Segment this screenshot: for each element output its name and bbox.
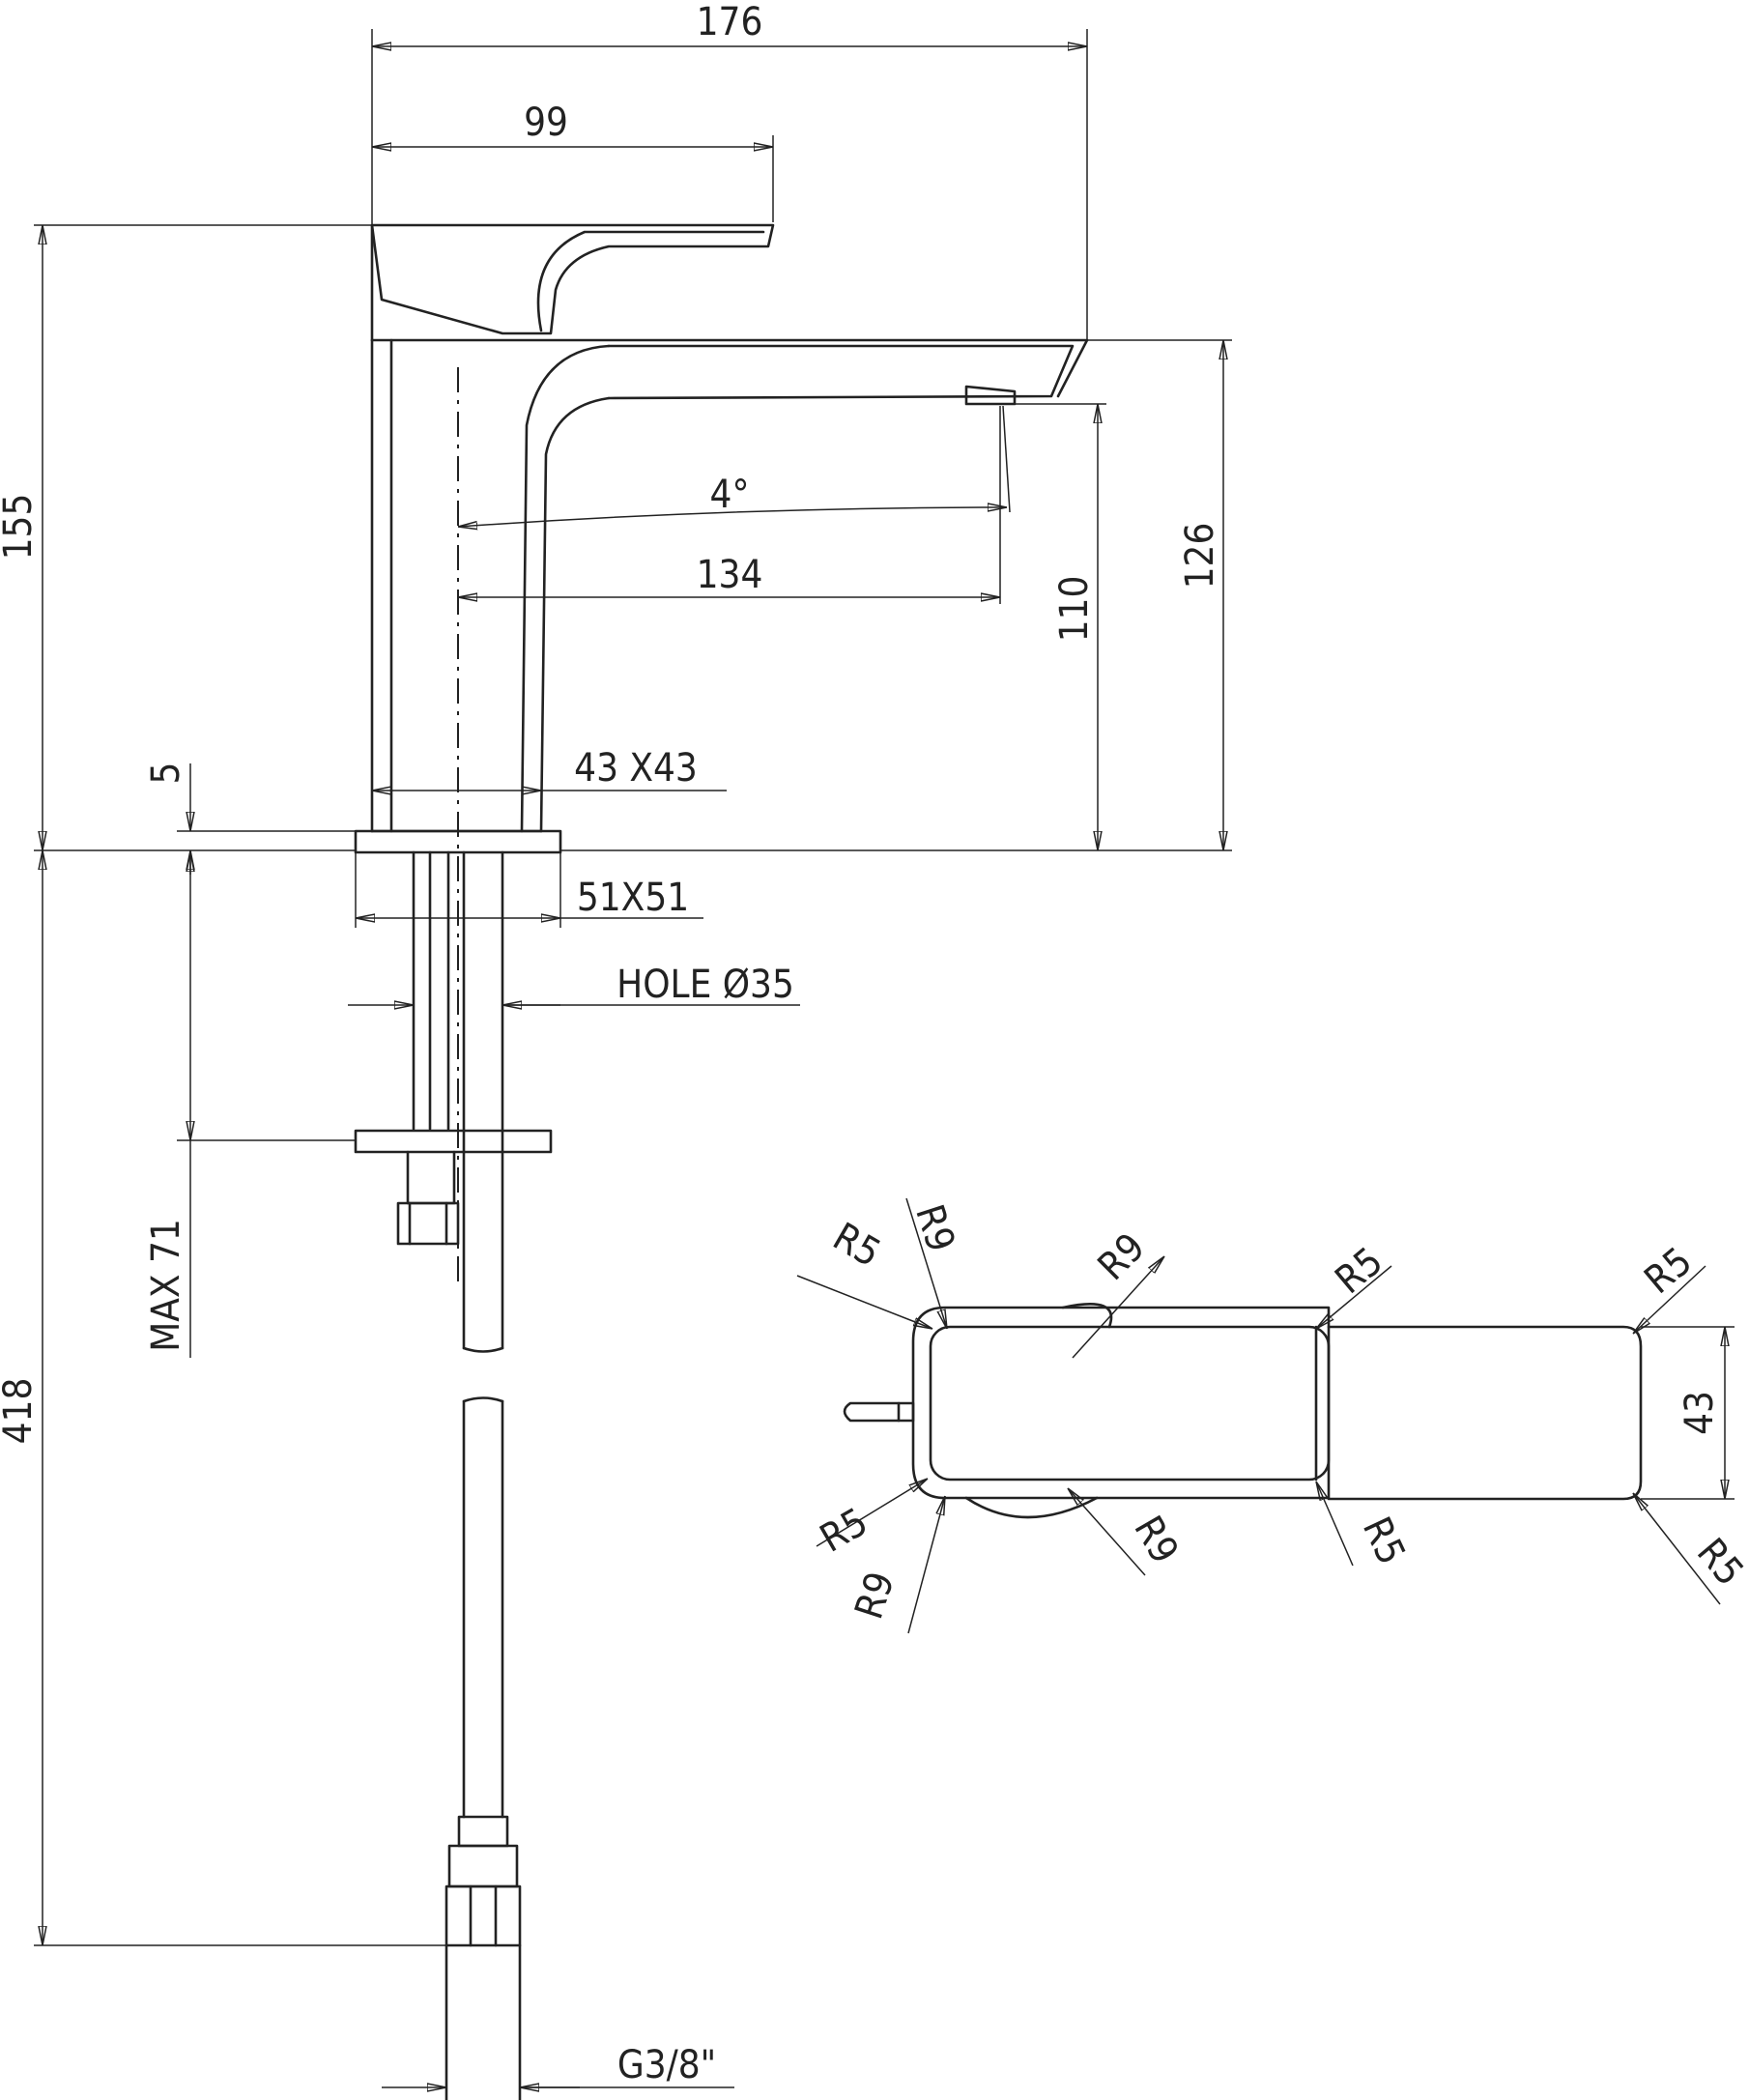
dim-label-max71: MAX 71	[144, 1219, 188, 1352]
dim-label-hole: HOLE Ø35	[616, 963, 794, 1007]
dim-body-height: 126	[560, 339, 1232, 851]
dim-label-110: 110	[1052, 576, 1097, 643]
dim-base-thickness: 5	[144, 762, 356, 875]
dim-label-155: 155	[0, 494, 41, 561]
radius-r9-bottom-left: R9	[846, 1567, 903, 1625]
plan-outline	[843, 1303, 1643, 1519]
radius-r9-top-left: R9	[906, 1199, 963, 1257]
dim-base-plate: 51X51	[355, 852, 703, 928]
dim-label-99: 99	[524, 101, 568, 145]
dim-spout-angle: 4°	[458, 405, 1011, 527]
dim-body-section: 43 X43	[372, 746, 727, 791]
dim-overall-height: 155	[0, 224, 372, 851]
lever-handle	[370, 223, 775, 342]
dim-overall-width: 176	[371, 0, 1088, 340]
dim-label-176: 176	[697, 0, 763, 44]
dim-label-43x43: 43 X43	[574, 746, 698, 791]
dim-label-134: 134	[697, 553, 763, 597]
dim-label-126: 126	[1178, 523, 1222, 590]
dim-spout-reach: 134	[458, 406, 1001, 604]
dim-label-plan-43: 43	[1677, 1391, 1722, 1435]
dim-label-angle: 4°	[710, 473, 750, 517]
plan-view: R5 R9 R9 R5 R5 R5 R9 R9 R5 R5 43	[796, 1197, 1749, 1634]
radius-r9-bottom: R9	[1125, 1509, 1187, 1570]
radius-r5-bottom-middle: R5	[1354, 1510, 1414, 1571]
mounting-stud	[354, 850, 553, 2100]
radius-r5-top-left: R5	[825, 1215, 887, 1277]
dim-spout-height: 110	[1015, 403, 1106, 850]
dim-lever-reach: 99	[372, 101, 774, 222]
radius-r5-top-middle: R5	[1328, 1239, 1391, 1303]
radius-r5-top-right: R5	[1637, 1239, 1701, 1303]
side-elevation: 176 99 155 4° 134	[0, 0, 1232, 2100]
radius-r5-bottom-left: R5	[813, 1500, 874, 1562]
faucet-body	[370, 338, 1089, 833]
dim-max-deck: MAX 71	[144, 852, 356, 1358]
dim-label-g38: G3/8"	[617, 2043, 716, 2087]
dim-label-418: 418	[0, 1378, 41, 1445]
dim-label-5: 5	[144, 762, 188, 785]
dim-label-51x51: 51X51	[577, 876, 689, 920]
dim-hole: HOLE Ø35	[348, 963, 800, 1007]
radius-r5-bottom-right: R5	[1688, 1531, 1749, 1595]
dim-connection: G3/8"	[382, 2043, 734, 2087]
dim-plan-width: 43	[1641, 1326, 1735, 1500]
dim-hose-length: 418	[0, 850, 446, 1946]
radius-callouts: R5 R9 R9 R5 R5 R5 R9 R9 R5 R5	[796, 1197, 1749, 1634]
